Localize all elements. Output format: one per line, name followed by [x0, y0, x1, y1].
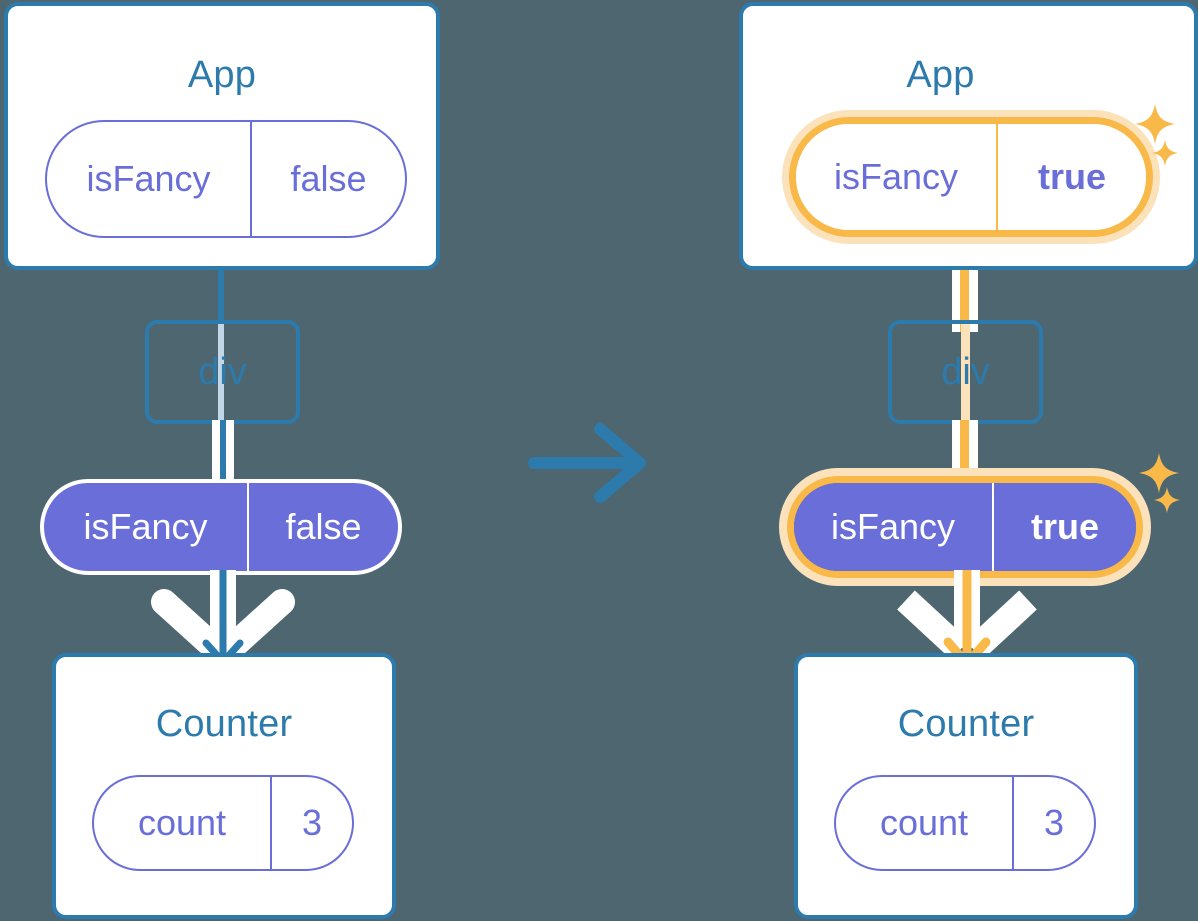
- sparkle-small-icon: [1154, 487, 1180, 513]
- counter-box-after: Counter count 3: [794, 653, 1138, 919]
- pill-divider: [1012, 777, 1014, 869]
- sparkle-small-icon: [1152, 140, 1178, 166]
- counter-state-pill-after: count 3: [834, 775, 1096, 871]
- app-state-key-before: isFancy: [86, 158, 211, 199]
- pill-divider: [270, 777, 272, 869]
- prop-key-after: isFancy: [830, 506, 956, 547]
- pill-divider: [247, 483, 249, 571]
- edge-div-to-prop-before: [212, 420, 234, 490]
- counter-box-before: Counter count 3: [52, 653, 396, 919]
- prop-value-before: false: [285, 506, 362, 547]
- counter-state-pill-before: count 3: [92, 775, 354, 871]
- counter-state-key-after: count: [879, 802, 969, 843]
- counter-title-after: Counter: [897, 703, 1035, 745]
- app-title-before: App: [187, 54, 257, 96]
- prop-pill-before: isFancy false: [40, 479, 402, 575]
- prop-pill-after: isFancy true: [794, 483, 1136, 571]
- app-state-pill-after: isFancy true: [796, 124, 1146, 230]
- pill-divider: [992, 483, 994, 571]
- div-node-label-before: div: [198, 350, 247, 393]
- prop-key-before: isFancy: [83, 506, 208, 547]
- pill-divider: [996, 124, 998, 230]
- counter-state-value-before: 3: [301, 802, 323, 843]
- app-state-pill-before: isFancy false: [45, 120, 407, 238]
- div-node-label-after: div: [941, 350, 990, 393]
- app-state-key-after: isFancy: [833, 156, 959, 197]
- counter-state-key-before: count: [137, 802, 227, 843]
- edge-through-div-after: [961, 324, 970, 420]
- counter-title-before: Counter: [155, 703, 293, 745]
- prop-value-after: true: [1030, 506, 1099, 547]
- edge-through-div-before: [218, 324, 224, 420]
- edge-prop-to-counter-before: [151, 570, 295, 666]
- app-state-value-before: false: [290, 158, 367, 199]
- app-box-before: App isFancy false: [4, 2, 440, 270]
- app-state-value-after: true: [1037, 156, 1106, 197]
- edge-app-to-div-before: [218, 262, 224, 332]
- pill-divider: [250, 122, 252, 236]
- edge-div-to-prop-after: [952, 420, 978, 490]
- counter-state-value-after: 3: [1043, 802, 1065, 843]
- sparkle-large-icon: [1139, 453, 1179, 493]
- sparkle-large-icon: [1135, 104, 1175, 144]
- arrow-right-icon: [528, 423, 646, 503]
- app-title-after: App: [906, 54, 975, 96]
